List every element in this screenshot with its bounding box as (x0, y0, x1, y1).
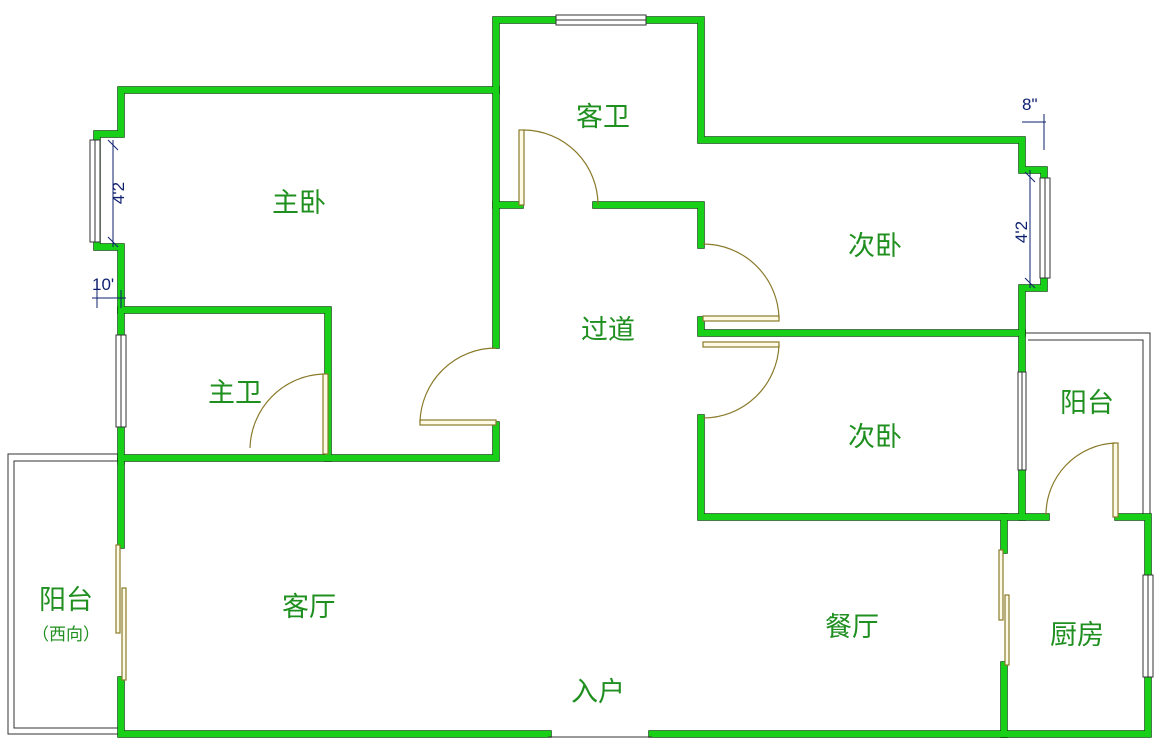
door-master-bedroom (419, 347, 497, 426)
dimension-east-offset: 8" (1022, 95, 1038, 114)
label-second-bedroom-south: 次卧 (848, 422, 902, 453)
door-second-bedroom-south (702, 341, 780, 419)
door-guest-bathroom (518, 129, 599, 206)
door-master-bathroom (249, 373, 329, 455)
door-east-balcony (1045, 442, 1119, 518)
label-kitchen: 厨房 (1050, 620, 1104, 651)
dimension-west-offset: 10' (92, 275, 114, 294)
sliding-door-kitchen (998, 549, 1010, 666)
window-east-balcony (1017, 371, 1027, 471)
window-master-bathroom (115, 334, 127, 428)
label-master-bathroom: 主卫 (208, 378, 262, 409)
dimension-west-window: 4'2 (109, 182, 128, 204)
label-west-balcony: 阳台 (39, 585, 93, 616)
label-master-bedroom: 主卧 (272, 188, 326, 219)
label-second-bedroom-north: 次卧 (848, 231, 902, 262)
dimension-east (1022, 114, 1046, 289)
balcony-west-outline (7, 453, 121, 735)
label-entrance: 入户 (571, 677, 625, 708)
label-east-balcony: 阳台 (1060, 388, 1114, 419)
window-kitchen (1142, 574, 1154, 678)
label-west-balcony-orientation: （西向） (32, 625, 100, 645)
window-master-bedroom (89, 139, 101, 243)
window-second-bedroom (1039, 177, 1051, 279)
window-guest-bathroom (555, 14, 647, 26)
balcony-east-outline (1022, 332, 1151, 517)
label-hallway: 过道 (581, 315, 635, 346)
label-living-room: 客厅 (282, 592, 336, 623)
dimension-west (92, 139, 126, 308)
label-guest-bathroom: 客卫 (576, 102, 630, 133)
door-second-bedroom-north (702, 243, 780, 322)
label-dining-room: 餐厅 (825, 612, 879, 643)
sliding-door-west-balcony (115, 544, 127, 681)
dimension-east-window: 4'2 (1012, 221, 1031, 243)
